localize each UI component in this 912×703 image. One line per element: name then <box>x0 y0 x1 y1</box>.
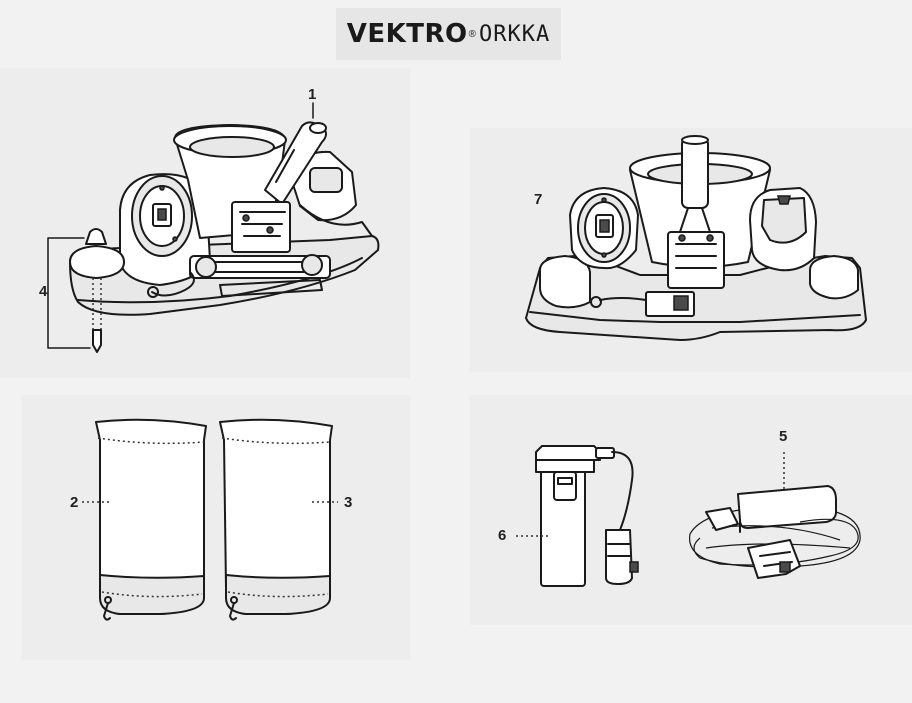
model-name: ORKKA <box>479 21 551 47</box>
robot-side-illustration <box>47 102 380 353</box>
callout-1: 1 <box>308 86 317 103</box>
robot-front-illustration <box>525 135 867 341</box>
filter-bags-illustration <box>82 418 338 621</box>
part-6-illustration <box>516 445 639 587</box>
brand-logo: VEKTRO®ORKKA <box>336 8 561 60</box>
callout-7: 7 <box>534 191 543 208</box>
panel-filter-bags <box>22 395 410 660</box>
part-5-illustration <box>688 452 861 579</box>
callout-5: 5 <box>779 428 788 445</box>
registered-mark: ® <box>468 28 477 40</box>
callout-3: 3 <box>344 494 353 511</box>
callout-4: 4 <box>39 283 48 300</box>
callout-2: 2 <box>70 494 79 511</box>
callout-6: 6 <box>498 527 507 544</box>
brand-name: VEKTRO <box>346 19 468 49</box>
